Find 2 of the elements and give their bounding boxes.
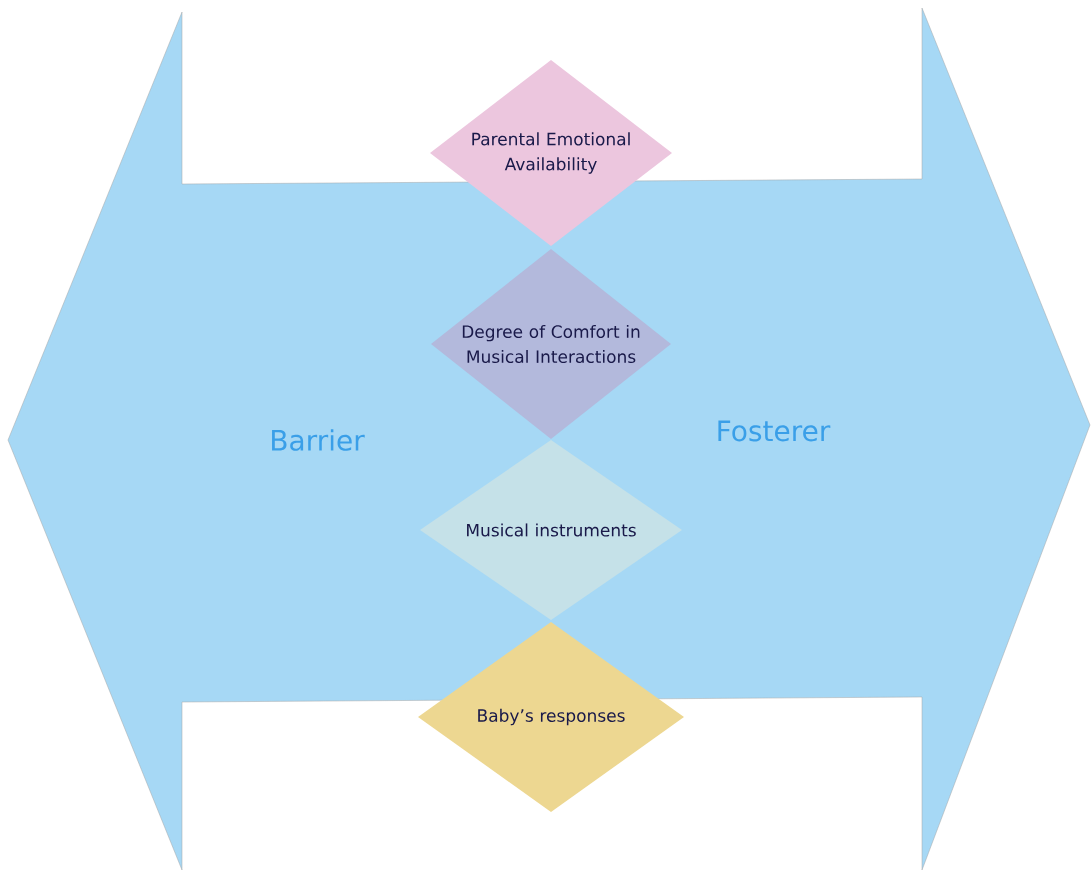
side-label: Fosterer (718, 420, 831, 442)
side-label: Barrier (272, 429, 365, 451)
